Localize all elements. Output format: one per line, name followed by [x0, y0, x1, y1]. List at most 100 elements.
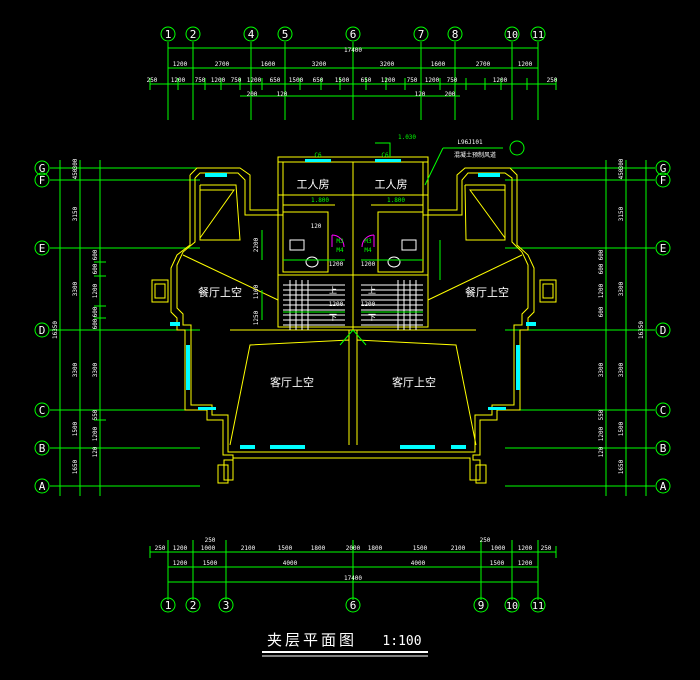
dim-right-total: 16350	[638, 321, 645, 339]
dim-top-r2-0: 1200	[173, 61, 188, 68]
svg-text:2: 2	[190, 599, 197, 612]
dim-bot-r2-4: 1500	[490, 560, 505, 567]
svg-text:B: B	[39, 442, 46, 455]
dim-bot-r2-5: 1200	[518, 560, 533, 567]
svg-text:10: 10	[506, 30, 518, 41]
dim-top-r2-5: 1600	[431, 61, 446, 68]
svg-text:2: 2	[190, 28, 197, 41]
room-label-living-right: 客厅上空	[392, 375, 436, 389]
dim-right-i4: 3300	[598, 362, 605, 377]
window-top-right	[478, 173, 500, 177]
dim-bot-r1-2: 1000	[201, 545, 216, 552]
dim-top-r3-4: 750	[231, 77, 242, 84]
svg-text:A: A	[660, 480, 667, 493]
window-lower-left	[198, 407, 216, 410]
dim-top-sub-0: 200	[247, 91, 258, 98]
svg-text:B: B	[660, 442, 667, 455]
dim-right-i6: 1200	[598, 426, 605, 441]
dim-label-1100: 1100	[253, 284, 260, 299]
axis-circle-right-F: F	[655, 172, 671, 188]
top-dimension-text: 17400 1200 2700 1600 3200 3200 1600 2700…	[147, 47, 558, 98]
title-text: 夹层平面图	[267, 631, 357, 649]
dim-top-r3-9: 1500	[335, 77, 350, 84]
door-tag-m3-left: M3	[336, 238, 344, 245]
dim-bot-r1-3: 250	[205, 537, 216, 544]
dim-top-r2-2: 1600	[261, 61, 276, 68]
dim-label-1200-b: 1200	[361, 261, 376, 268]
door-arc-right	[361, 234, 375, 248]
dim-bot-r2-1: 1500	[203, 560, 218, 567]
window-bottom-4	[451, 445, 466, 449]
svg-text:9: 9	[478, 599, 485, 612]
dim-label-1200-d: 1200	[361, 301, 376, 308]
axis-circle-right-G: G	[655, 160, 671, 176]
interior-dim-lines	[261, 142, 503, 346]
dim-right-i1: 600	[598, 263, 605, 274]
dim-top-r2-1: 2700	[215, 61, 230, 68]
door-tag-m4-left: M4	[336, 247, 344, 254]
svg-text:D: D	[660, 324, 667, 337]
dim-label-1200-a: 1200	[329, 261, 344, 268]
axis-circle-top-7: 7	[413, 26, 429, 42]
dim-top-sub-2: 120	[415, 91, 426, 98]
svg-text:11: 11	[532, 30, 544, 41]
window-chimney-right	[526, 322, 536, 326]
svg-text:G: G	[660, 162, 667, 175]
dim-top-r2-7: 1200	[518, 61, 533, 68]
window-c6-left	[305, 159, 331, 162]
axis-circle-top-10: 10	[504, 26, 520, 42]
stair-down-right: 下	[368, 313, 376, 322]
axis-circle-top-8: 8	[447, 26, 463, 42]
dim-left-i7: 1200	[92, 426, 99, 441]
dim-top-r3-16: 250	[547, 77, 558, 84]
axis-circle-top-2: 2	[185, 26, 201, 42]
dim-left-i2: 1200	[92, 283, 99, 298]
axis-circle-left-E: E	[34, 240, 50, 256]
left-dimension-lines	[50, 160, 200, 496]
room-label-worker-left: 工人房	[297, 178, 330, 191]
dim-bot-r1-11: 250	[480, 537, 491, 544]
dim-top-r3-14: 750	[447, 77, 458, 84]
dim-top-r3-5: 1200	[247, 77, 262, 84]
room-label-dining-right: 餐厅上空	[465, 285, 509, 299]
dim-top-r3-15: 1200	[493, 77, 508, 84]
axis-circle-bottom-2: 2	[185, 597, 201, 613]
outer-wall-outline	[170, 156, 535, 481]
dim-top-sub-3: 200	[445, 91, 456, 98]
dim-left-o5: 1500	[72, 421, 79, 436]
svg-text:E: E	[660, 242, 667, 255]
dim-top-total: 17400	[344, 47, 362, 54]
axis-circle-left-C: C	[34, 402, 50, 418]
window-top-left	[205, 173, 227, 177]
svg-text:F: F	[39, 174, 46, 187]
axis-circle-bottom-10: 10	[504, 597, 520, 613]
svg-text:D: D	[39, 324, 46, 337]
window-c6-right	[375, 159, 401, 162]
dim-right-o3: 3300	[618, 281, 625, 296]
dim-top-r2-3: 3200	[312, 61, 327, 68]
dim-right-i2: 1200	[598, 283, 605, 298]
dim-top-r3-10: 650	[361, 77, 372, 84]
axis-circle-top-11: 11	[530, 26, 546, 42]
dim-right-i0: 600	[598, 249, 605, 260]
dim-label-1250: 1250	[253, 310, 260, 325]
top-axis-markers: 1 2 4 5 6 7 8 10 11	[160, 26, 546, 42]
window-tag-c6-right: C6	[381, 152, 389, 159]
dim-left-i5: 3300	[92, 362, 99, 377]
svg-text:1: 1	[165, 599, 172, 612]
svg-text:10: 10	[506, 601, 518, 612]
bottom-dimension-lines	[149, 540, 557, 600]
right-axis-markers: G F E D C B A	[655, 160, 671, 494]
window-left-side	[186, 345, 190, 390]
axis-circle-left-B: B	[34, 440, 50, 456]
window-right-side	[516, 345, 520, 390]
dim-right-o4: 3300	[618, 362, 625, 377]
svg-text:F: F	[660, 174, 667, 187]
axis-circle-right-A: A	[655, 478, 671, 494]
toilet-right-icon	[401, 239, 417, 251]
axis-circle-left-F: F	[34, 172, 50, 188]
stair-up-left: 上	[329, 286, 337, 295]
elevation-left: 1.800	[311, 197, 329, 204]
detail-note: 混凝土预制风道	[454, 151, 496, 159]
